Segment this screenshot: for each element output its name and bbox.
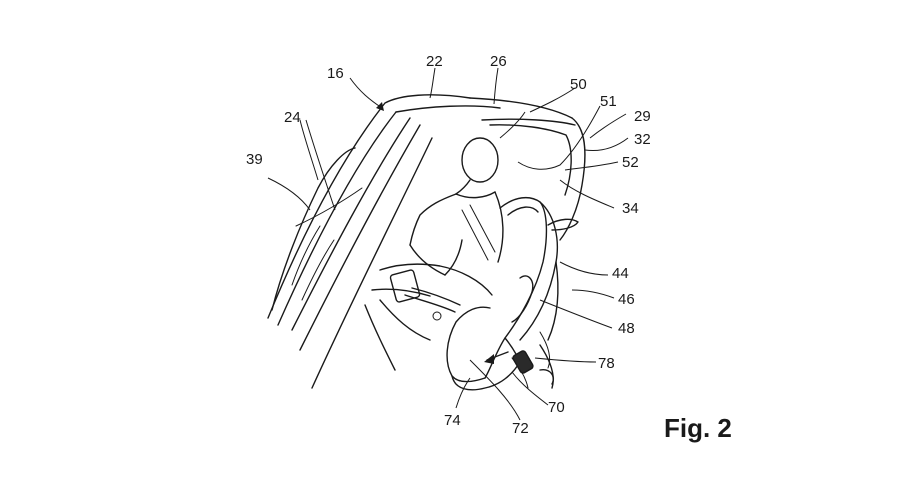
ref-39: 39	[246, 151, 263, 168]
ref-50: 50	[570, 76, 587, 93]
occupant-figure	[364, 137, 504, 371]
ref-72: 72	[512, 420, 529, 437]
ref-52: 52	[622, 154, 639, 171]
inflator-module	[512, 350, 554, 385]
seat	[446, 196, 579, 391]
figure-caption: Fig. 2	[664, 413, 732, 443]
ref-26: 26	[490, 53, 507, 70]
steering-area	[389, 269, 461, 321]
ref-29: 29	[634, 108, 651, 125]
ref-34: 34	[622, 200, 639, 217]
ref-70: 70	[548, 399, 565, 416]
curtain-airbag-outline	[271, 147, 356, 311]
leader-lines	[267, 67, 629, 421]
ref-78: 78	[598, 355, 615, 372]
ref-44: 44	[612, 265, 629, 282]
ref-32: 32	[634, 131, 651, 148]
direction-arrow	[484, 351, 509, 364]
ref-16: 16	[327, 65, 344, 82]
ref-22: 22	[426, 53, 443, 70]
ref-74: 74	[444, 412, 461, 429]
reference-numerals: 16 22 26 50 51 29 32 24 39 52 34 44 46 4…	[246, 53, 651, 437]
windshield-frame	[267, 94, 576, 389]
ref-48: 48	[618, 320, 635, 337]
roof-rail	[489, 117, 586, 241]
ref-51: 51	[600, 93, 617, 110]
ref-24: 24	[284, 109, 301, 126]
ref-46: 46	[618, 291, 635, 308]
